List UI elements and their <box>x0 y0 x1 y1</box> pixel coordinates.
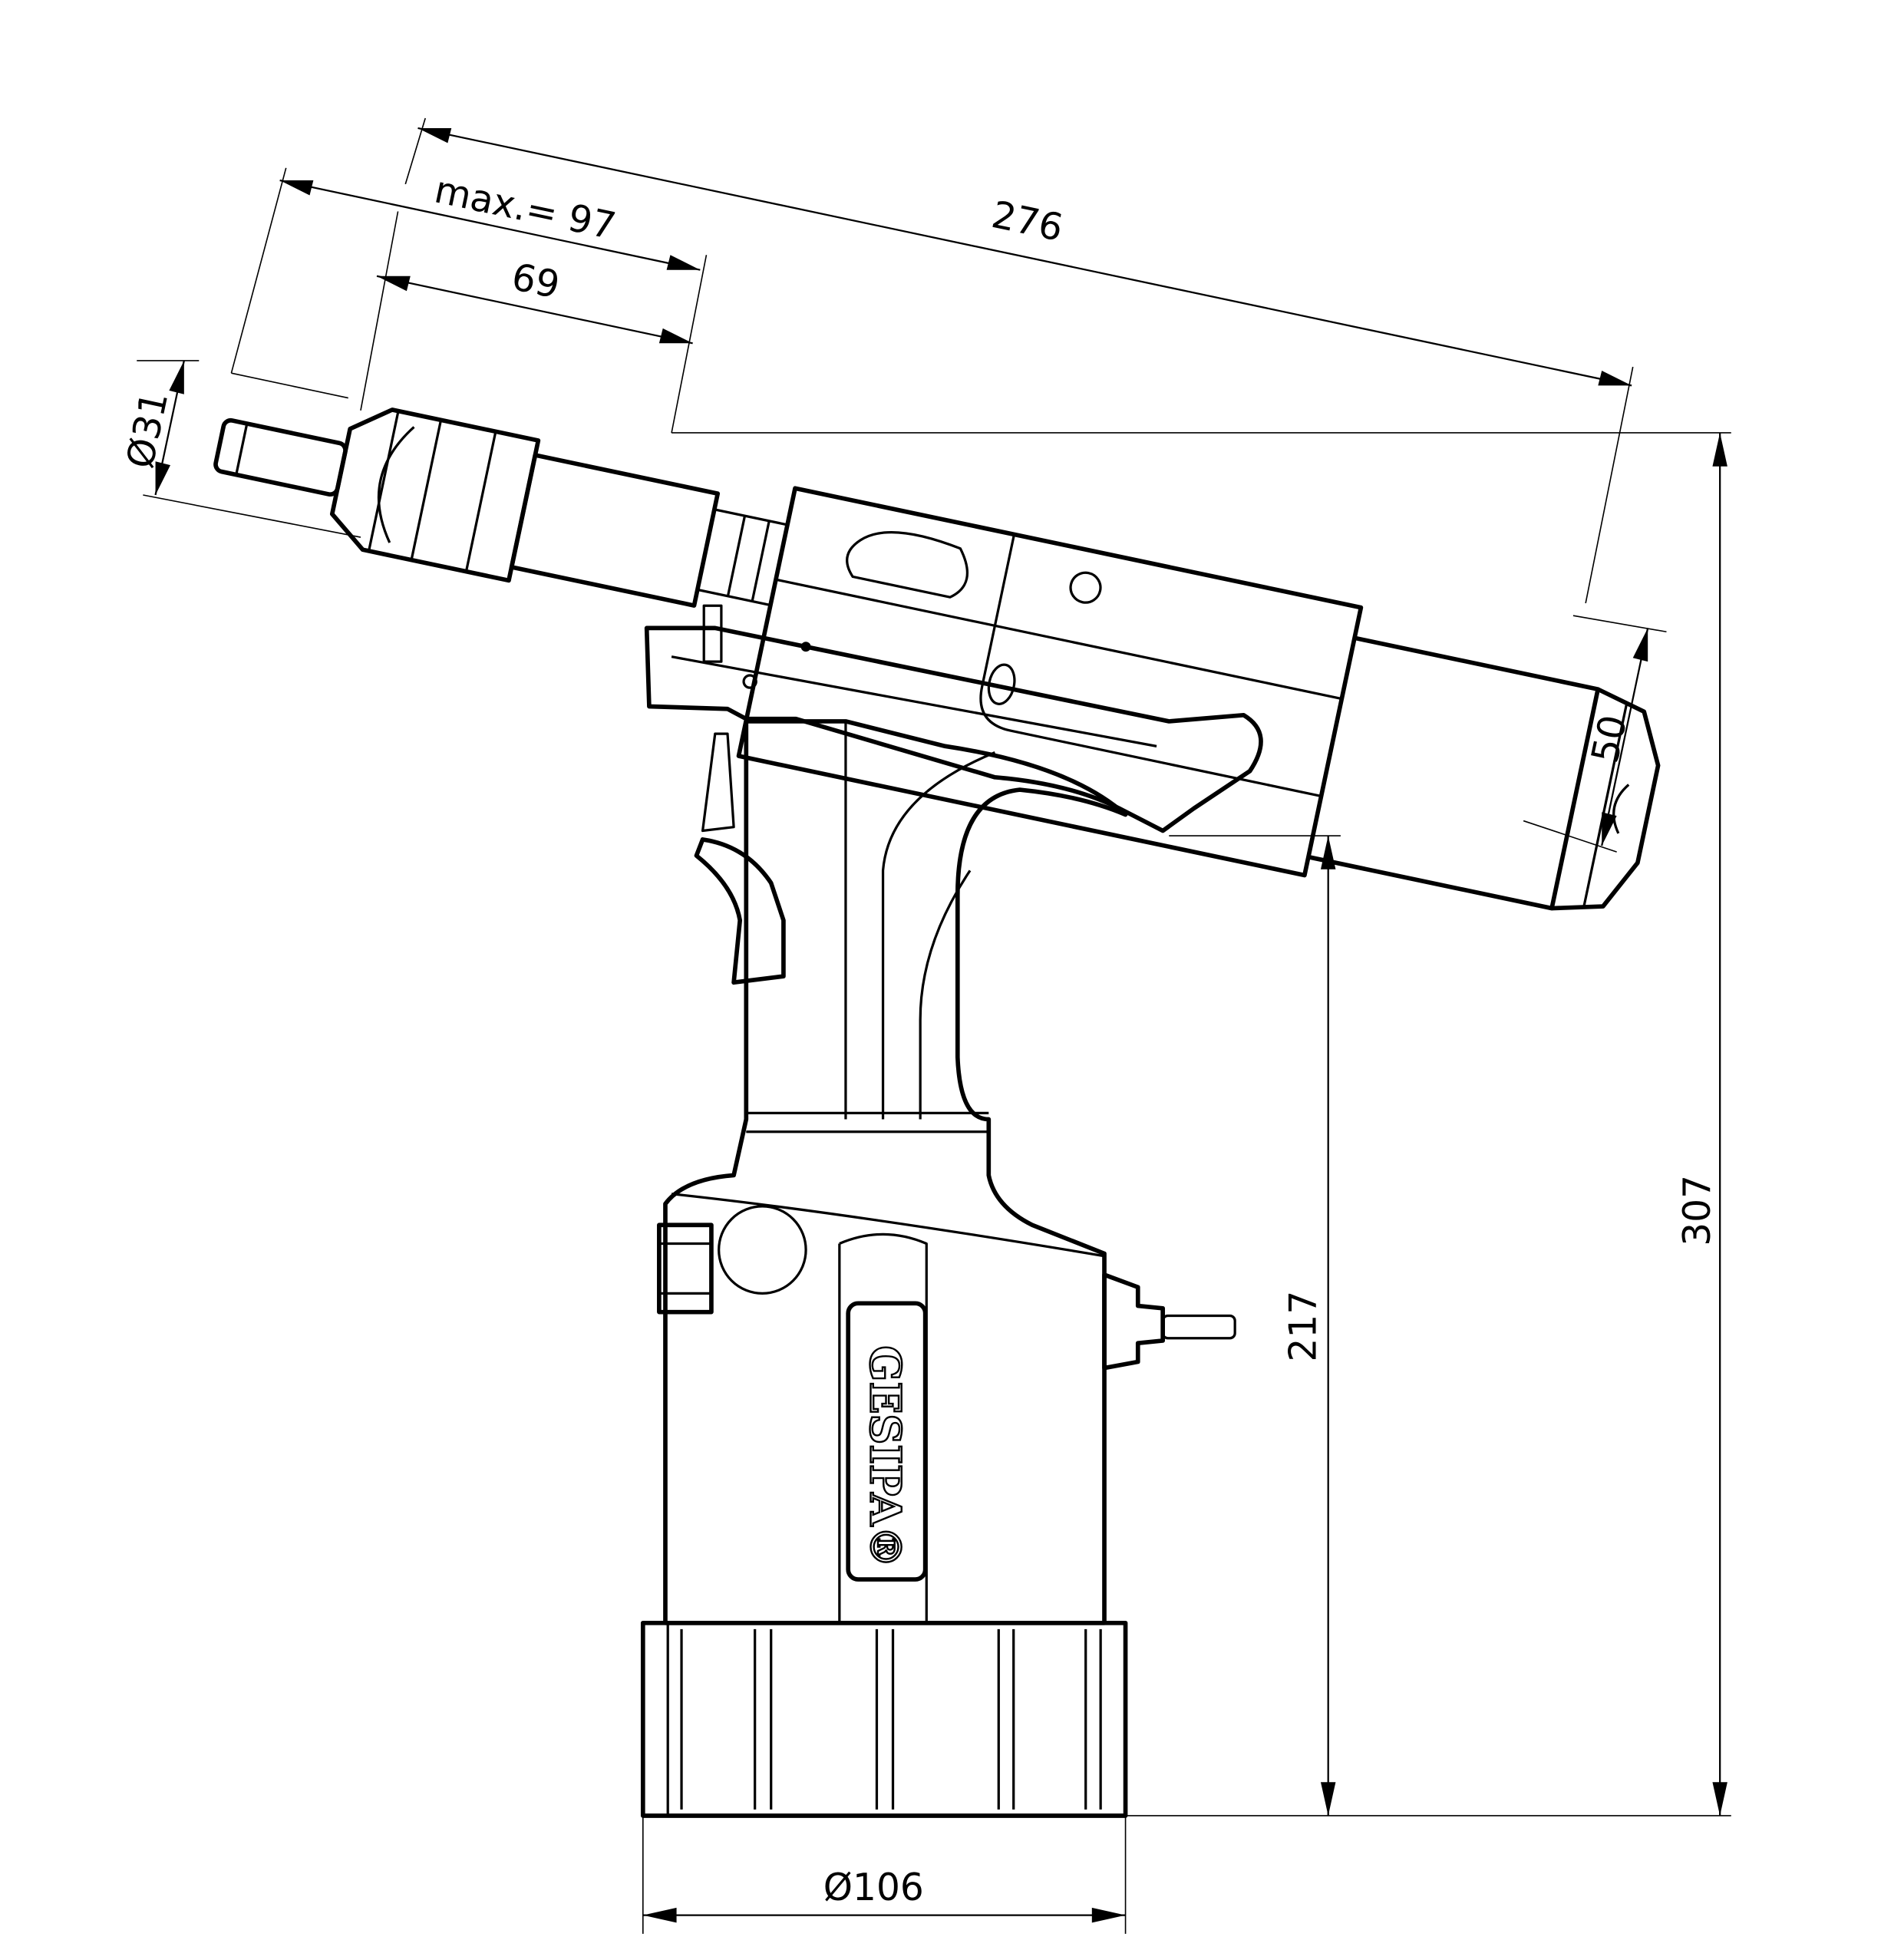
nose-tip <box>213 417 348 497</box>
dimension-label-50: 50 <box>1584 711 1636 767</box>
dimension-276: 276 <box>417 127 1632 387</box>
dimension-label-max-97: max.= 97 <box>431 169 619 249</box>
nose-housing <box>329 408 541 583</box>
dimension-106: Ø106 <box>642 1866 1126 1923</box>
dimension-label-106: Ø106 <box>823 1866 924 1909</box>
base-collar <box>640 1620 1128 1818</box>
dimension-307: 307 <box>1676 432 1727 1816</box>
tool-head <box>213 408 1661 911</box>
dimension-31: Ø31 <box>119 360 185 496</box>
dimension-label-69: 69 <box>508 256 563 308</box>
adjust-knob <box>657 1223 714 1315</box>
nose-sleeve <box>509 453 721 608</box>
dimension-label-276: 276 <box>988 193 1066 250</box>
dimension-69: 69 <box>376 256 693 345</box>
dimension-217: 217 <box>1282 836 1336 1816</box>
dimension-label-31: Ø31 <box>119 388 177 473</box>
valve-cap <box>718 1205 807 1295</box>
trigger <box>694 837 786 985</box>
dimension-max-97: max.= 97 <box>279 169 701 271</box>
dimension-label-307: 307 <box>1676 1175 1719 1246</box>
extension-lines <box>137 117 1731 1934</box>
main-body <box>736 486 1364 878</box>
brand-logo: GESIPA® <box>860 1345 910 1568</box>
rear-cylinder <box>1308 635 1601 911</box>
air-fitting <box>1102 1272 1166 1371</box>
logo-plate <box>846 1301 928 1582</box>
dimension-50: 50 <box>1584 628 1649 846</box>
dimension-label-217: 217 <box>1282 1291 1325 1362</box>
